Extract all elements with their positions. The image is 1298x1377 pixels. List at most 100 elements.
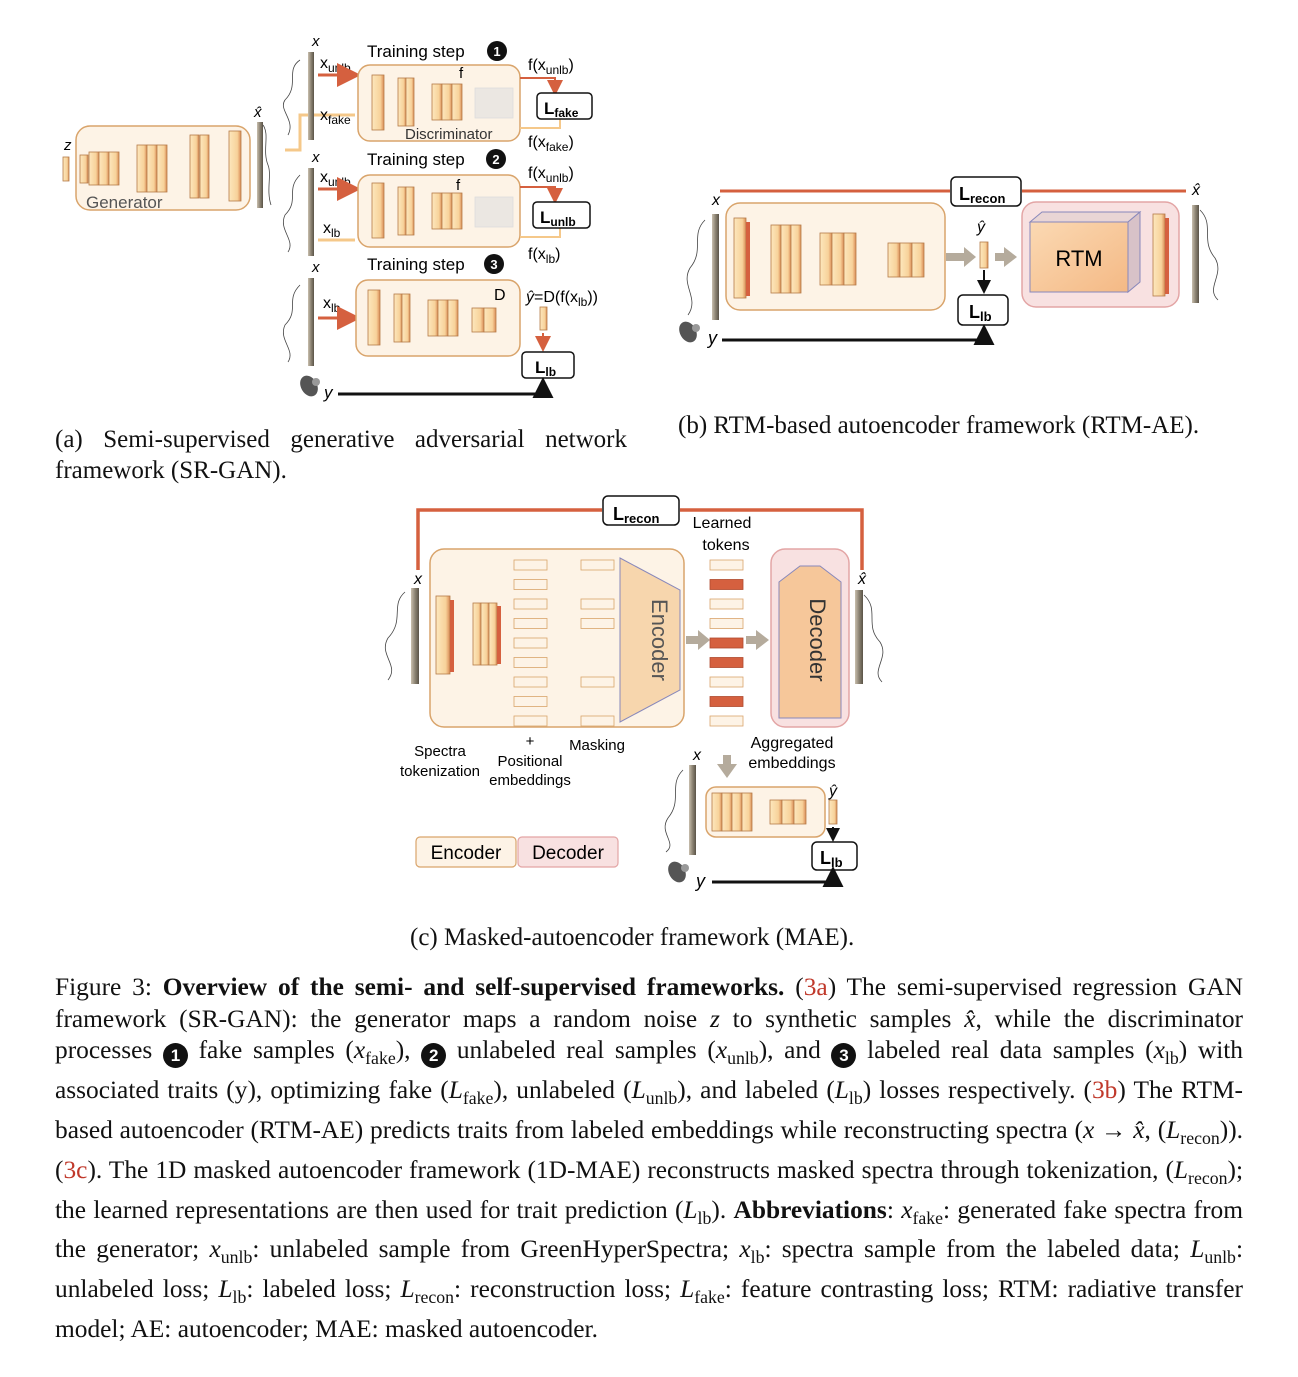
disc-layers-1 [371,74,514,131]
generated-spectrum-curve [262,124,272,206]
positional-token [513,715,548,727]
encoded-token [709,676,744,688]
learned-mask-token [709,696,744,707]
prediction-bar-a [539,306,548,331]
learned-mask-token [709,579,744,590]
figure-label: Figure 3: [55,973,152,1001]
unmasked-token [580,618,615,629]
l-fake-label: Lfake [544,99,579,120]
xhat-label-b: x̂ [1191,182,1201,199]
f-label-2: f [456,177,461,194]
encoded-token [709,598,744,610]
spectra-tok-2: tokenization [400,763,480,780]
leaf-icon-c [668,861,689,883]
decoder-label: Decoder [805,598,830,681]
unmasked-token [580,676,615,688]
leaf-icon-b [679,321,700,343]
f-xunlb-2: f(xunlb) [528,165,574,185]
training-step-3: Training step [367,255,465,274]
positional-token [513,676,548,688]
decoder-trapezoid [778,565,842,719]
xfake-label: xfake [320,107,351,127]
pos-emb-2: embeddings [489,772,571,789]
x-label-step3: x [311,259,320,276]
yhat-label-c: ŷ [828,783,838,800]
encoded-token [709,715,744,727]
z-label: z [63,137,72,154]
masked-tokens [580,559,615,727]
learned-tokens-2: tokens [702,537,749,554]
positional-token [513,598,548,610]
aggregated-2: embeddings [748,755,835,772]
spectrum-c [411,588,419,684]
f-xlb: f(xlb) [528,246,560,266]
l-lb-label-c: Llb [820,848,843,870]
disc-layers-3 [367,289,497,346]
encoder-label: Encoder [647,599,672,681]
prediction-bar-c [828,799,838,825]
caption-b: (b) RTM-based autoencoder framework (RTM… [678,410,1199,441]
l-recon-label-c: Lrecon [613,504,659,526]
ref-3b[interactable]: 3b [1091,1076,1118,1105]
learned-mask-token [709,637,744,649]
positional-tokens [513,559,548,727]
panel-a: Generator z x̂ x xunlb xfake Traini [62,33,598,402]
caption-c-text: Masked-autoencoder framework (MAE). [444,924,855,951]
l-recon-label-b: Lrecon [959,184,1005,206]
figure-diagram: Generator z x̂ x xunlb xfake Traini [62,33,1219,891]
xhat-label-a: x̂ [253,104,262,121]
figure-caption: Figure 3: Overview of the semi- and self… [55,973,1244,1343]
d-label: D [494,287,506,304]
disc-layers-2 [371,182,514,239]
caption-b-text: RTM-based autoencoder framework (RTM-AE)… [713,412,1200,439]
leaf-icon [300,375,320,397]
ref-3c[interactable]: 3c [63,1155,88,1184]
positional-token [513,696,548,707]
caption-a-text: Semi-supervised generative adversarial n… [55,426,627,484]
legend-decoder-label: Decoder [532,843,604,864]
caption-a: (a) Semi-supervised generative adversari… [55,424,627,486]
noise-vector [62,156,70,182]
abbrev-label: Abbreviations [733,1195,887,1224]
y-label-b: y [706,328,718,348]
reconstructed-spectrum-b [1192,205,1199,303]
caption-a-label: (a) [55,426,83,453]
positional-token [513,559,548,571]
x-label-c: x [413,571,423,588]
l-lb-label-a: Llb [535,358,556,379]
positional-token [513,637,548,649]
prediction-head-layers [711,792,807,832]
spectra-tok-1: Spectra [414,743,466,760]
learned-token-column [709,559,744,727]
encoded-token [709,559,744,571]
discriminator-label: Discriminator [405,126,493,143]
learned-mask-token [709,657,744,668]
l-recon-box-b [950,176,1022,207]
positional-token [513,579,548,590]
spectrum-b [712,214,719,320]
x-label-b: x [711,192,721,209]
panel-c: Lrecon Learned tokens x x̂ Encoder Decod… [385,495,884,891]
x-label-c2: x [692,747,702,764]
l-unlb-box [532,201,591,229]
masking-label: Masking [569,737,625,754]
encoder-layers-b [733,217,925,299]
unmasked-token [580,559,615,571]
reconstructed-spectrum-c [855,590,863,684]
rtm-cube [1028,210,1142,294]
l-lb-label-b: Llb [969,302,992,324]
f-xfake: f(xfake) [528,134,574,154]
training-step-2: Training step [367,150,465,169]
spectrum-step2 [308,168,314,256]
l-recon-box-c [602,495,680,526]
plus-label: + [526,733,535,750]
yhat-eq: ŷ=D(f(xlb)) [525,289,598,309]
legend-encoder-label: Encoder [431,843,502,864]
l-fake-box [536,92,593,120]
spectrum-step3 [308,278,314,366]
y-label-a: y [323,383,334,402]
svg-text:1: 1 [493,44,500,59]
caption-b-label: (b) [678,412,708,439]
ref-3a[interactable]: 3a [803,973,828,1001]
learned-tokens-1: Learned [693,515,752,532]
